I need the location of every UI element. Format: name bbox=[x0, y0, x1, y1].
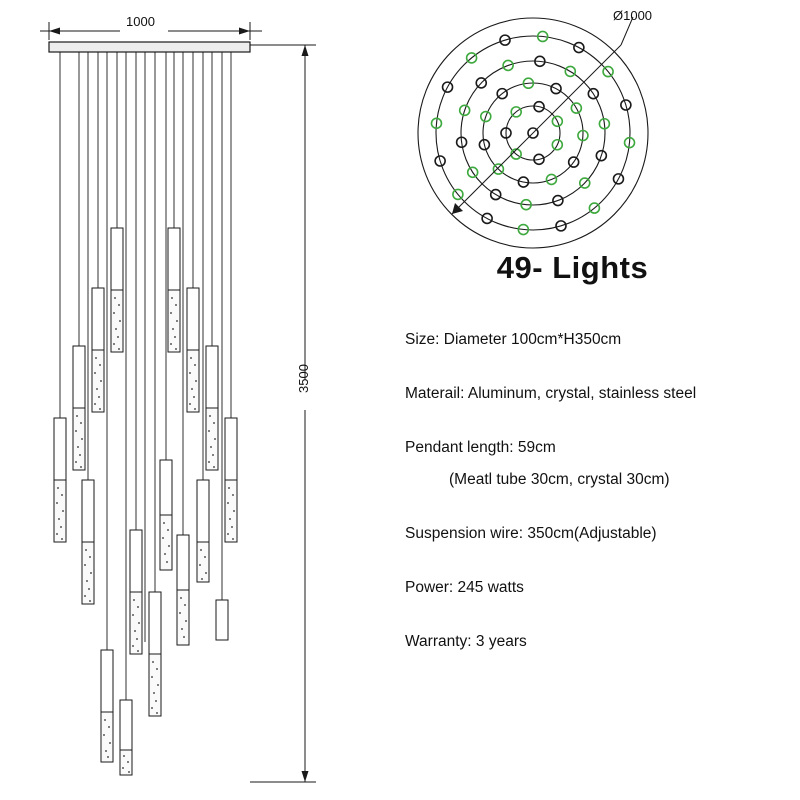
diameter-label: Ø1000 bbox=[613, 8, 653, 23]
spec-suspension-wire: Suspension wire: 350cm(Adjustable) bbox=[405, 524, 657, 542]
diameter-leader bbox=[451, 16, 634, 215]
canopy-plate bbox=[48, 41, 251, 53]
plan-light-node bbox=[551, 138, 564, 151]
plan-light-node bbox=[534, 55, 546, 68]
plan-light-node bbox=[500, 127, 512, 139]
plan-light-node bbox=[517, 176, 530, 188]
plan-light-node bbox=[522, 77, 535, 90]
plan-light-node bbox=[481, 212, 493, 225]
plan-light-node bbox=[587, 87, 600, 100]
plan-light-node bbox=[492, 163, 505, 175]
plan-light-node bbox=[489, 188, 502, 201]
pendant-rods bbox=[53, 227, 238, 776]
plan-light-node bbox=[552, 194, 564, 207]
plan-view bbox=[417, 16, 649, 249]
plan-light-node bbox=[452, 188, 464, 201]
product-title: 49- Lights bbox=[496, 250, 649, 285]
plan-light-node bbox=[536, 30, 549, 43]
plan-light-node bbox=[499, 34, 511, 46]
plan-light-node bbox=[598, 117, 611, 130]
plan-light-node bbox=[595, 149, 608, 162]
vertical-dimension-label: 3500 bbox=[296, 364, 311, 393]
plan-light-node bbox=[612, 173, 625, 185]
plan-light-node bbox=[502, 59, 514, 72]
plan-ring-4 bbox=[505, 105, 561, 161]
plan-light-node bbox=[527, 127, 539, 139]
plan-light-node bbox=[458, 104, 471, 117]
plan-light-node bbox=[434, 155, 446, 167]
plan-light-node bbox=[551, 115, 564, 128]
plan-light-node bbox=[545, 173, 558, 186]
plan-light-node bbox=[478, 138, 491, 151]
plan-light-node bbox=[455, 136, 468, 149]
spec-power: Power: 245 watts bbox=[405, 578, 524, 596]
plan-light-node bbox=[430, 117, 443, 130]
plan-light-node bbox=[496, 87, 508, 100]
plan-light-node bbox=[517, 223, 530, 236]
spec-pendant-length: Pendant length: 59cm bbox=[405, 438, 556, 456]
plan-light-node bbox=[475, 77, 488, 89]
plan-light-node bbox=[573, 41, 585, 54]
plan-light-node bbox=[441, 81, 454, 93]
plan-light-node bbox=[602, 65, 614, 78]
plan-light-node bbox=[623, 136, 636, 149]
spec-material: Materail: Aluminum, crystal, stainless s… bbox=[405, 384, 697, 402]
plan-light-node bbox=[555, 220, 567, 232]
spec-size: Size: Diameter 100cm*H350cm bbox=[405, 331, 622, 348]
plan-light-node bbox=[570, 102, 583, 114]
plan-light-node bbox=[533, 153, 545, 166]
suspension-wires bbox=[59, 52, 232, 700]
vertical-dimension-line bbox=[250, 44, 316, 783]
specification-panel: 49- Lights Size: Diameter 100cm*H350cm M… bbox=[405, 250, 800, 685]
plan-ring-2 bbox=[460, 60, 606, 206]
plan-light-node bbox=[567, 156, 580, 168]
plan-light-node bbox=[550, 82, 562, 95]
plan-light-node bbox=[577, 129, 589, 142]
plan-light-node bbox=[620, 99, 632, 111]
plan-light-node bbox=[533, 100, 545, 113]
plan-light-node bbox=[588, 202, 601, 214]
plan-light-node bbox=[465, 52, 478, 64]
plan-light-node bbox=[578, 177, 591, 189]
plan-light-node bbox=[564, 65, 577, 78]
plan-outer-circle bbox=[417, 17, 649, 249]
crystal-texture bbox=[56, 297, 235, 773]
plan-light-node bbox=[510, 106, 522, 118]
plan-light-node bbox=[466, 166, 479, 179]
plan-ring-1 bbox=[435, 35, 631, 231]
plan-light-node bbox=[510, 148, 522, 160]
top-dimension-line bbox=[40, 22, 262, 40]
plan-light-node bbox=[479, 110, 492, 123]
plan-light-node bbox=[520, 198, 532, 211]
spec-warranty: Warranty: 3 years bbox=[405, 632, 527, 650]
top-dimension-label: 1000 bbox=[126, 14, 155, 29]
spec-pendant-breakdown: (Meatl tube 30cm, crystal 30cm) bbox=[449, 470, 670, 488]
